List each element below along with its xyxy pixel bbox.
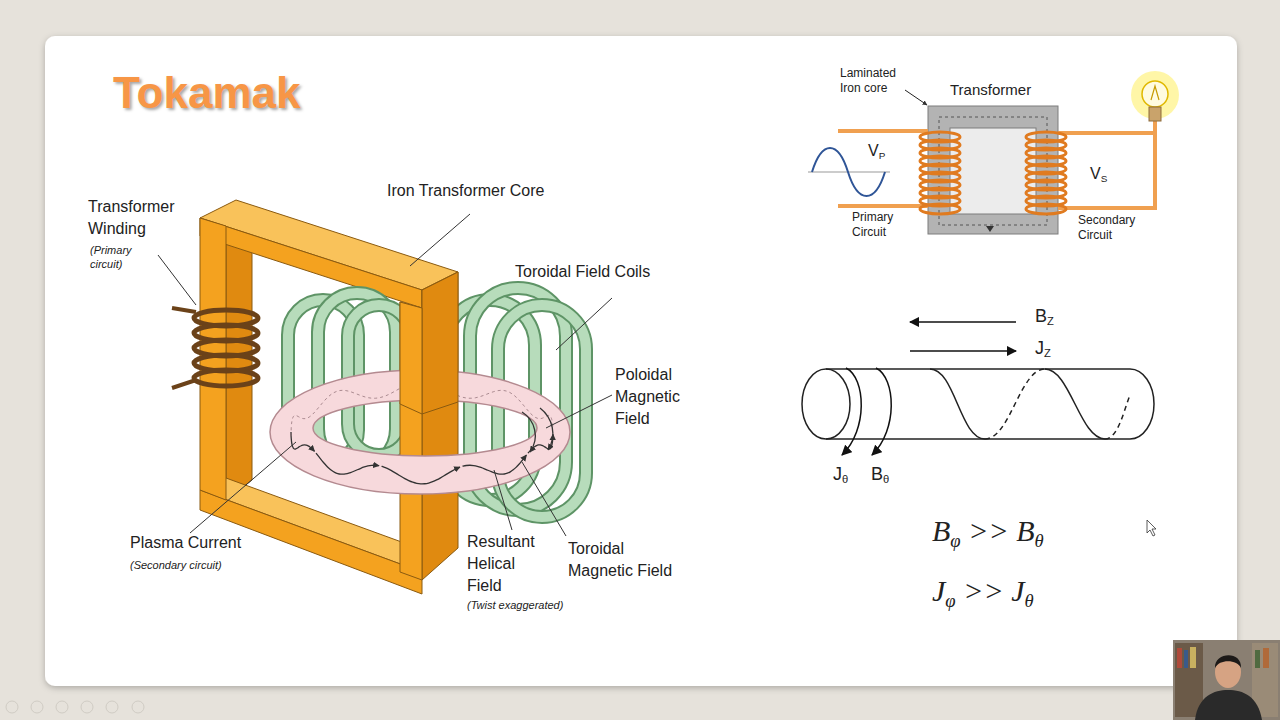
leader-line: [546, 395, 612, 428]
part-label: Toroidal Magnetic Field: [568, 538, 693, 582]
leader-line: [410, 214, 470, 266]
part-label: Transformer Winding: [88, 196, 200, 240]
voltage-symbol: VP: [868, 141, 885, 161]
component-label: Transformer: [950, 80, 1031, 99]
nav-icons: [132, 701, 144, 713]
leader-line: [494, 470, 512, 530]
circuit-wire: [838, 118, 1155, 208]
plasma-cylinder: [826, 438, 1130, 440]
nav-icons: [6, 701, 144, 713]
helical-field-line: [382, 466, 460, 484]
leader-line: [522, 462, 566, 536]
webcam-inset: [1175, 643, 1203, 717]
iron-core: [200, 218, 422, 308]
vector-arrow: [910, 322, 1016, 351]
iron-core: [400, 272, 458, 414]
slide-title: Tokamak: [113, 68, 301, 118]
circuit-note: (Primary circuit): [90, 243, 150, 271]
webcam-inset: [1255, 650, 1260, 668]
field-symbol: Bθ: [871, 463, 889, 486]
part-label: Poloidal Magnetic Field: [615, 364, 697, 430]
voltage-symbol: VS: [1090, 164, 1107, 184]
leader-line: [905, 90, 927, 105]
poloidal-field-arrow: [540, 408, 553, 450]
transformer-core: [986, 226, 994, 232]
circuit-wire: [838, 204, 928, 208]
transformer-coil: [920, 204, 960, 214]
equation: Bφ >> Bθ: [932, 512, 1044, 550]
azimuthal-arrow: [842, 368, 891, 455]
nav-icons: [106, 701, 118, 713]
webcam-inset: [1263, 648, 1269, 668]
webcam-inset: [1173, 640, 1280, 720]
helical-field-line: [291, 432, 315, 451]
circuit-note: (Secondary circuit): [130, 558, 222, 572]
part-label: Iron Transformer Core: [387, 181, 544, 201]
light-bulb: [1151, 86, 1159, 100]
transformer-coil: [1026, 204, 1066, 214]
webcam-inset: [1173, 640, 1280, 720]
part-label: Plasma Current: [130, 533, 241, 553]
leader-line: [556, 298, 612, 350]
circuit-label: Primary Circuit: [852, 210, 912, 240]
helical-line: [930, 369, 985, 439]
circuit-note: (Twist exaggerated): [467, 598, 563, 612]
vector-arrow: [910, 321, 1016, 323]
light-bulb: [1142, 81, 1168, 107]
webcam-inset: [1190, 647, 1196, 668]
leader-line: [190, 442, 296, 533]
helical-line: [985, 369, 1045, 439]
iron-core: [400, 302, 422, 580]
current-symbol: Jθ: [833, 463, 848, 486]
iron-core: [422, 272, 458, 414]
circuit-wire: [1058, 130, 1155, 208]
poloidal-field-arrow: [522, 412, 535, 452]
helical-line: [1045, 369, 1105, 439]
transformer-winding: [194, 370, 258, 386]
transformer-coil: [920, 132, 1066, 214]
webcam-inset: [1215, 656, 1241, 688]
light-bulb: [1131, 71, 1179, 121]
azimuthal-arrow: [842, 368, 861, 455]
light-bulb: [1149, 107, 1161, 121]
mouse-cursor: [1147, 520, 1156, 536]
part-label: Resultant Helical Field: [467, 531, 549, 597]
transformer-core: [950, 128, 1036, 214]
circuit-wire: [838, 129, 928, 133]
circuit-wire: [1058, 118, 1155, 133]
transformer-winding: [172, 380, 196, 388]
nav-icons: [31, 701, 43, 713]
nav-icons: [6, 701, 18, 713]
helical-line: [930, 369, 1130, 439]
slide-panel: [45, 36, 1237, 686]
transformer-winding: [172, 308, 258, 388]
leader-line: [158, 214, 612, 536]
webcam-inset: [1184, 650, 1188, 668]
webcam-inset: [1195, 690, 1262, 720]
part-label: Toroidal Field Coils: [515, 262, 650, 282]
equation: Jφ >> Jθ: [932, 572, 1034, 610]
plasma-cylinder: [802, 369, 1154, 439]
helical-line: [1105, 395, 1130, 439]
plasma-cylinder: [826, 368, 1130, 370]
component-label: Laminated Iron core: [840, 66, 912, 96]
vector-arrow: [910, 350, 1016, 352]
nav-icons: [81, 701, 93, 713]
webcam-inset: [1177, 648, 1182, 668]
iron-core: [400, 272, 458, 580]
current-symbol: JZ: [1035, 337, 1051, 360]
iron-core: [422, 272, 458, 580]
plasma-cylinder: [802, 369, 850, 439]
plasma-cylinder: [1130, 369, 1154, 439]
transformer-winding: [172, 308, 196, 312]
helical-field-line: [316, 453, 379, 474]
webcam-inset: [1215, 655, 1241, 668]
field-symbol: BZ: [1035, 305, 1054, 328]
leader-line: [158, 255, 196, 305]
nav-icons: [56, 701, 68, 713]
iron-core: [400, 302, 422, 414]
azimuthal-arrow: [872, 368, 891, 455]
circuit-label: Secondary Circuit: [1078, 213, 1150, 243]
poloidal-field-arrow: [522, 408, 553, 452]
